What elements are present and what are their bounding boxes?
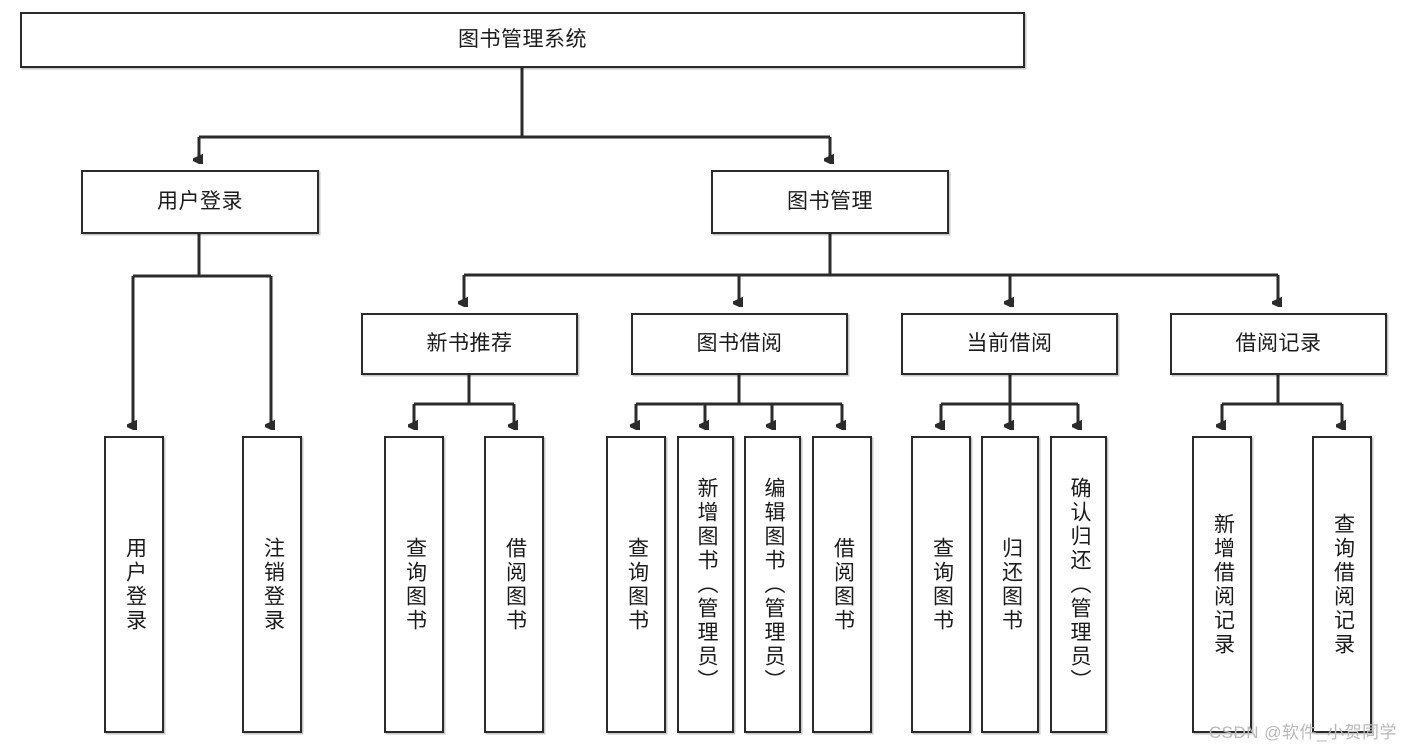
node-leaf-add-book[interactable]: 新增图书（管理员） xyxy=(677,436,734,733)
node-borrow-record-label: 借阅记录 xyxy=(1235,331,1322,355)
node-leaf-add-record[interactable]: 新增借阅记录 xyxy=(1192,436,1252,733)
node-leaf-return-book-label: 归还图书 xyxy=(999,536,1023,633)
node-user-login[interactable]: 用户登录 xyxy=(81,170,319,234)
node-leaf-return-book[interactable]: 归还图书 xyxy=(981,436,1039,733)
node-borrow-record[interactable]: 借阅记录 xyxy=(1170,313,1387,375)
node-leaf-confirm-return[interactable]: 确认归还（管理员） xyxy=(1050,436,1107,733)
node-leaf-add-record-label: 新增借阅记录 xyxy=(1211,512,1235,657)
node-leaf-user-login-label: 用户登录 xyxy=(123,536,147,633)
node-leaf-borrow-book-1[interactable]: 借阅图书 xyxy=(484,436,544,733)
node-book-borrow[interactable]: 图书借阅 xyxy=(631,313,848,375)
node-leaf-query-book-3[interactable]: 查询图书 xyxy=(911,436,971,733)
node-leaf-borrow-book-2[interactable]: 借阅图书 xyxy=(812,436,872,733)
node-leaf-query-record-label: 查询借阅记录 xyxy=(1331,512,1355,657)
node-current-borrow-label: 当前借阅 xyxy=(966,331,1053,355)
node-book-manage[interactable]: 图书管理 xyxy=(711,170,949,234)
node-leaf-query-book-2-label: 查询图书 xyxy=(625,536,649,633)
node-leaf-user-logout[interactable]: 注销登录 xyxy=(242,436,302,733)
node-new-book-recommend-label: 新书推荐 xyxy=(426,331,513,355)
node-new-book-recommend[interactable]: 新书推荐 xyxy=(361,313,578,375)
node-leaf-confirm-return-label: 确认归还（管理员） xyxy=(1067,476,1091,693)
node-leaf-query-book-1[interactable]: 查询图书 xyxy=(384,436,444,733)
node-book-manage-label: 图书管理 xyxy=(787,189,873,213)
node-leaf-user-logout-label: 注销登录 xyxy=(261,536,285,633)
node-leaf-add-book-label: 新增图书（管理员） xyxy=(694,476,718,693)
node-leaf-edit-book[interactable]: 编辑图书（管理员） xyxy=(744,436,801,733)
node-leaf-borrow-book-1-label: 借阅图书 xyxy=(503,536,527,633)
node-leaf-query-book-3-label: 查询图书 xyxy=(930,536,954,633)
node-current-borrow[interactable]: 当前借阅 xyxy=(901,313,1118,375)
watermark-text: CSDN @软件_小贺同学 xyxy=(1208,723,1397,742)
node-leaf-query-book-1-label: 查询图书 xyxy=(403,536,427,633)
node-book-borrow-label: 图书借阅 xyxy=(696,331,783,355)
node-leaf-query-record[interactable]: 查询借阅记录 xyxy=(1312,436,1372,733)
node-leaf-user-login[interactable]: 用户登录 xyxy=(104,436,164,733)
node-root[interactable]: 图书管理系统 xyxy=(20,12,1025,68)
node-leaf-borrow-book-2-label: 借阅图书 xyxy=(831,536,855,633)
node-user-login-label: 用户登录 xyxy=(157,189,243,213)
node-leaf-query-book-2[interactable]: 查询图书 xyxy=(606,436,666,733)
node-leaf-edit-book-label: 编辑图书（管理员） xyxy=(761,476,785,693)
node-root-label: 图书管理系统 xyxy=(458,27,587,51)
